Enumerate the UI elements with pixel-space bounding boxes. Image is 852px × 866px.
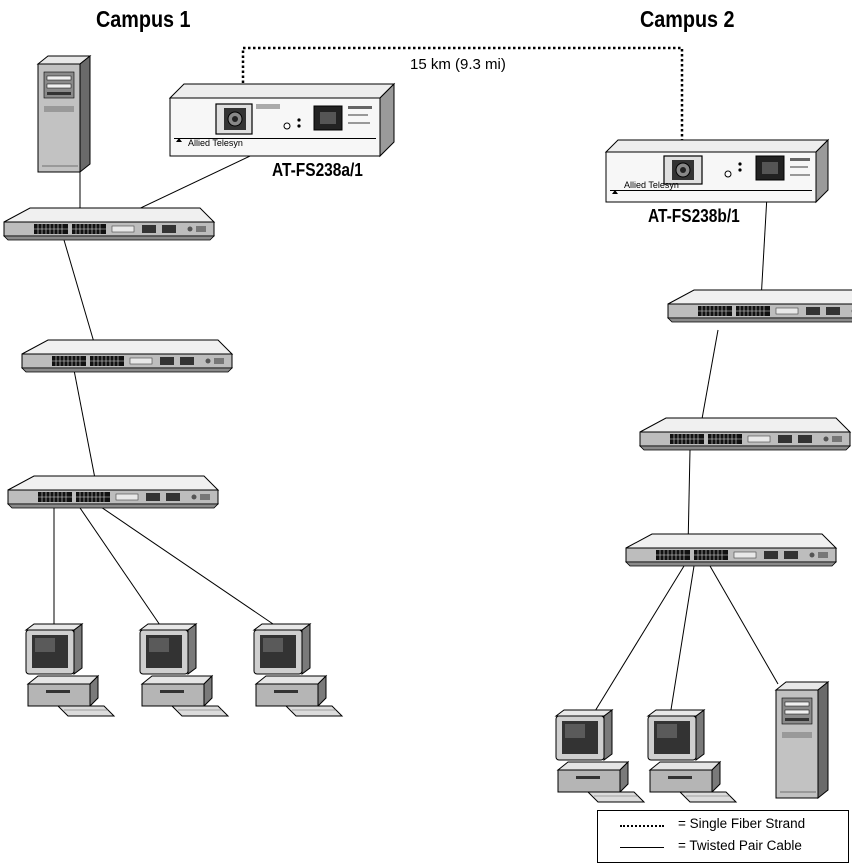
campus-1-workstation-3 xyxy=(253,623,343,717)
fiber-swatch xyxy=(620,825,664,827)
campus-2-title: Campus 2 xyxy=(640,6,735,32)
campus-1-switch-middle xyxy=(21,339,233,373)
campus-1-server xyxy=(37,55,91,173)
legend-fiber-text: = Single Fiber Strand xyxy=(678,816,806,831)
converter-a-model: AT-FS238a/1 xyxy=(272,160,363,180)
converter-a-brand: Allied Telesyn xyxy=(188,138,243,148)
legend-row-fiber: = Single Fiber Strand xyxy=(598,815,848,837)
legend: = Single Fiber Strand = Twisted Pair Cab… xyxy=(597,810,849,863)
media-converter-a: Allied Telesyn xyxy=(168,82,396,158)
campus-2-switch-top xyxy=(667,289,852,323)
campus-1-title: Campus 1 xyxy=(96,6,191,32)
campus-2-server xyxy=(775,681,829,799)
twisted-pair-swatch xyxy=(620,847,664,848)
media-converter-b: Allied Telesyn xyxy=(604,138,830,204)
campus-1-workstation-2 xyxy=(139,623,229,717)
campus-2-workstation-2 xyxy=(647,709,737,803)
campus-1-switch-top xyxy=(3,207,215,241)
fiber-distance-label: 15 km (9.3 mi) xyxy=(410,56,506,73)
campus-2-workstation-1 xyxy=(555,709,645,803)
converter-b-brand: Allied Telesyn xyxy=(624,180,679,190)
twisted-pair-cables xyxy=(53,118,779,717)
campus-2-switch-middle xyxy=(639,417,851,451)
campus-1-switch-bottom xyxy=(7,475,219,509)
campus-1-workstation-1 xyxy=(25,623,115,717)
converter-b-model: AT-FS238b/1 xyxy=(648,206,740,226)
fiber-cable xyxy=(241,46,684,152)
legend-row-twisted-pair: = Twisted Pair Cable xyxy=(598,837,848,859)
legend-twisted-pair-text: = Twisted Pair Cable xyxy=(678,838,802,853)
campus-2-switch-bottom xyxy=(625,533,837,567)
